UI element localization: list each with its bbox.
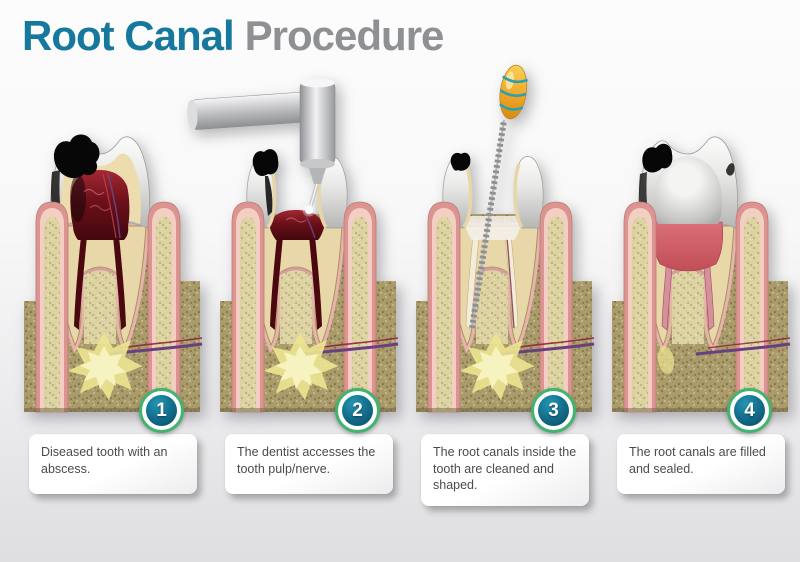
bone-septum [672,269,704,344]
exposed-pulp [270,210,324,240]
abscess [460,332,534,400]
healing-abscess-remnant [657,346,675,374]
decay-spot [450,152,471,171]
abscess [68,332,142,400]
inflamed-pulp [70,170,130,240]
empty-chamber [466,216,520,240]
gum-right [539,201,573,413]
step-number-badge: 3 [531,388,576,433]
root-canal-right [113,236,126,330]
endodontic-file-icon [469,64,529,329]
illustration-diseased-tooth [24,134,203,413]
step-caption: Diseased tooth with an abscess. [29,434,197,494]
gum-right [147,201,181,413]
gum-left [623,201,657,413]
gum-left [35,201,69,413]
procedure-steps: 1 Diseased tooth with an abscess. [0,64,800,546]
step-panel-2: 2 The dentist accesses the tooth pulp/ne… [187,76,399,546]
bone-septum [476,269,508,344]
step-panel-3: 3 The root canals inside the tooth are c… [416,64,595,546]
abscess [264,332,338,400]
step-panel-4: 4 The root canals are filled and sealed. [612,76,791,546]
step-number-badge: 4 [727,388,772,433]
bone-septum [84,269,116,344]
root-canal-left [270,236,283,330]
tooth-cross-section [187,78,399,413]
gum-right [343,201,377,413]
illustration-cleaning-shaping [416,64,595,413]
step-number: 3 [538,395,569,426]
decay-spot [252,149,279,176]
decay-spot [642,143,673,173]
decay-spot [53,134,100,179]
step-number-badge: 1 [139,388,184,433]
tooth-cross-section [612,136,791,413]
step-panel-1: 1 Diseased tooth with an abscess. [24,76,203,546]
step-number: 2 [342,395,373,426]
gum-right [735,201,769,413]
step-caption: The root canals inside the tooth are cle… [421,434,589,506]
gum-left [427,201,461,413]
tooth-cross-section [24,134,203,413]
root-canal-right [309,236,322,330]
cleaned-canal-left [465,235,480,331]
step-number-badge: 2 [335,388,380,433]
gum-left [231,201,265,413]
step-caption: The root canals are filled and sealed. [617,434,785,494]
nerve-vessel [107,173,121,239]
illustration-drill-access [187,78,399,413]
filling-restoration [654,156,722,224]
bone-septum [280,269,312,344]
root-canal-left [74,236,87,330]
sealed-pulp-chamber [652,221,724,272]
crown-opened [246,149,348,240]
page-title-rest: Procedure [244,12,445,59]
step-number: 1 [146,395,177,426]
page-title-highlight: Root Canal [22,12,235,59]
illustration-filled-sealed [612,136,791,413]
nerve [695,342,791,356]
step-caption: The dentist accesses the tooth pulp/nerv… [225,434,393,494]
dental-drill-icon [187,78,336,217]
tooth-cross-section [416,64,595,413]
step-number: 4 [734,395,765,426]
